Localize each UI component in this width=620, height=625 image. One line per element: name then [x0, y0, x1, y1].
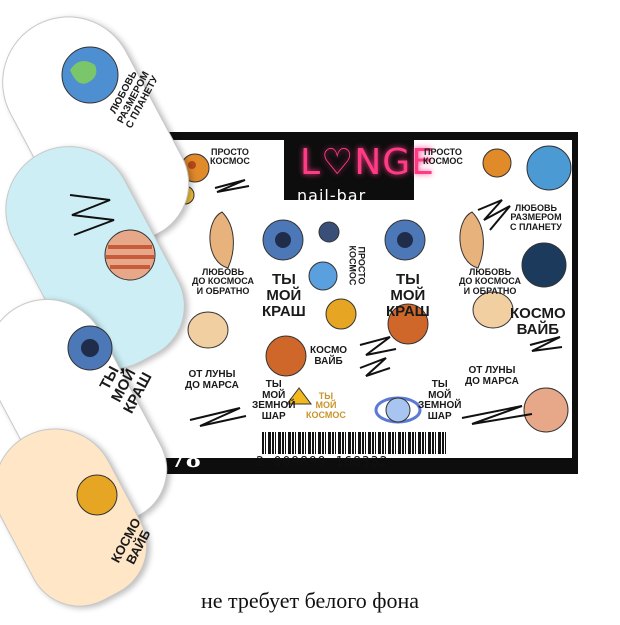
scribble-sticker [214, 179, 250, 193]
brand-logo-text: NGE [354, 142, 435, 183]
planet-sticker [523, 387, 569, 433]
sticker-text: ТЫ МОЙ КОСМОС [306, 391, 346, 420]
scribble-sticker [529, 336, 563, 352]
sticker-text: КОСМО ВАЙБ [310, 345, 348, 367]
planet-sticker-nail [104, 229, 156, 281]
scribble-sticker [461, 405, 533, 425]
sticker-text: ТЫ МОЙ ЗЕМНОЙ ШАР [252, 379, 296, 422]
scribble-nail [69, 194, 115, 236]
sticker-text: ПРОСТО КОСМОС [210, 147, 250, 167]
warning-sign-sticker [325, 298, 357, 330]
sticker-text: ЛЮБОВЬ ДО КОСМОСА И ОБРАТНО [192, 267, 255, 296]
planet-sticker [482, 148, 512, 178]
sticker-text: ТЫ МОЙ КРАШ [386, 271, 430, 320]
moon-sticker [521, 242, 567, 288]
caption: не требует белого фона [200, 588, 420, 613]
scribble-sticker [359, 357, 391, 377]
sticker-text: ПРОСТО КОСМОС [346, 245, 367, 286]
warning-triangle-sticker [286, 387, 312, 405]
barcode-number: 2 009899 168332 [256, 455, 389, 470]
brand-logo: L♡NGE [300, 142, 435, 183]
planet-sticker [187, 311, 229, 349]
earth-sticker [308, 261, 338, 291]
ufo-sticker [265, 335, 307, 377]
barcode [262, 432, 447, 454]
sticker-text: КОСМО ВАЙБ [510, 305, 566, 338]
scribble-sticker [477, 199, 511, 231]
scribble-sticker [359, 336, 397, 356]
earth-sticker-nail [61, 46, 119, 104]
sticker-text: ЛЮБОВЬ ДО КОСМОСА И ОБРАТНО [459, 267, 522, 296]
brand-logo-background [284, 140, 414, 200]
sticker-text: ТЫ МОЙ ЗЕМНОЙ ШАР [418, 379, 462, 422]
ear-sticker [209, 211, 234, 269]
earth-sticker [526, 145, 572, 191]
ear-sticker [459, 211, 484, 269]
brand-subtitle: nail-bar [297, 186, 367, 205]
sticker-text: ОТ ЛУНЫ ДО МАРСА [185, 369, 239, 391]
scribble-sticker [189, 407, 247, 427]
eye-sticker-nail [67, 325, 113, 371]
warning-sign-sticker-nail [76, 474, 118, 516]
sticker-text: ОТ ЛУНЫ ДО МАРСА [465, 365, 519, 387]
sticker-text: ТЫ МОЙ КРАШ [262, 271, 306, 320]
planet-sticker [472, 291, 514, 329]
sticker-text: ЛЮБОВЬ РАЗМЕРОМ С ПЛАНЕТУ [510, 203, 562, 232]
sticker-text: ПРОСТО КОСМОС [423, 147, 463, 167]
ufo-sticker [318, 221, 340, 243]
ufo-sticker [387, 303, 429, 345]
